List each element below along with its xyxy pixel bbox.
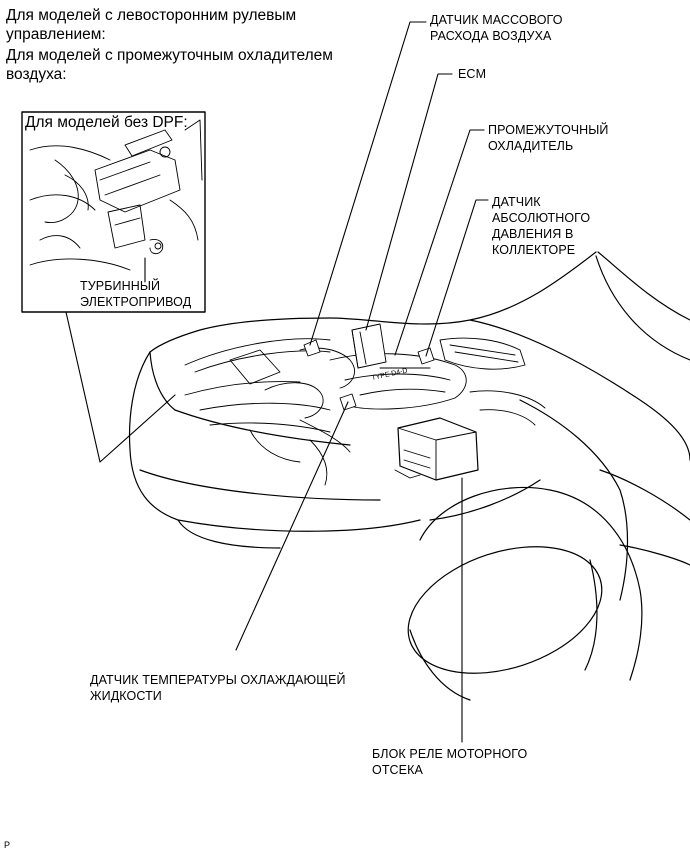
intercooler-line-2: ОХЛАДИТЕЛЬ <box>488 139 574 153</box>
turbo-actuator-line-1: ТУРБИННЫЙ <box>80 279 161 293</box>
leader-map <box>425 199 489 357</box>
map-line-2: АБСОЛЮТНОГО <box>492 211 591 225</box>
figure-code: P <box>4 840 11 850</box>
maf-line-2: РАСХОДА ВОЗДУХА <box>430 29 552 43</box>
relay-line-2: ОТСЕКА <box>372 763 423 777</box>
maf-sensor-label: ДАТЧИК МАССОВОГО РАСХОДА ВОЗДУХА <box>430 12 563 44</box>
leader-lines <box>65 21 489 743</box>
relay-line-1: БЛОК РЕЛЕ МОТОРНОГО <box>372 747 528 761</box>
leader-maf <box>309 21 427 346</box>
intro-line-4: воздуха: <box>6 66 67 83</box>
intro-line-2: управлением: <box>6 26 106 43</box>
inset-title: Для моделей без DPF: <box>25 114 188 131</box>
map-line-1: ДАТЧИК <box>492 195 541 209</box>
map-line-4: КОЛЛЕКТОРЕ <box>492 243 576 257</box>
intercooler-label: ПРОМЕЖУТОЧНЫЙ ОХЛАДИТЕЛЬ <box>488 122 609 154</box>
svg-text:TYPE D4-D: TYPE D4-D <box>371 368 408 382</box>
turbo-actuator-line-2: ЭЛЕКТРОПРИВОД <box>80 295 192 309</box>
turbo-actuator-label: ТУРБИННЫЙ ЭЛЕКТРОПРИВОД <box>80 278 191 310</box>
intro-text: Для моделей с левосторонним рулевым упра… <box>6 6 333 84</box>
inset-illustration <box>29 119 203 271</box>
coolant-line-1: ДАТЧИК ТЕМПЕРАТУРЫ ОХЛАЖДАЮЩЕЙ <box>90 673 346 687</box>
ecm-label: ECM <box>458 66 486 82</box>
leader-intercooler <box>394 129 485 356</box>
car-body-outline <box>128 251 690 701</box>
ecm-line-1: ECM <box>458 67 487 81</box>
intercooler-line-1: ПРОМЕЖУТОЧНЫЙ <box>488 123 609 137</box>
leader-coolant <box>235 401 349 651</box>
maf-line-1: ДАТЧИК МАССОВОГО <box>430 13 563 27</box>
relay-block-label: БЛОК РЕЛЕ МОТОРНОГО ОТСЕКА <box>372 746 527 778</box>
map-sensor-label: ДАТЧИК АБСОЛЮТНОГО ДАВЛЕНИЯ В КОЛЛЕКТОРЕ <box>492 194 590 258</box>
coolant-line-2: ЖИДКОСТИ <box>90 689 162 703</box>
inset-box <box>21 111 206 313</box>
intro-line-3: Для моделей с промежуточным охладителем <box>6 47 333 64</box>
leader-inset-bottom <box>65 311 176 463</box>
coolant-sensor-label: ДАТЧИК ТЕМПЕРАТУРЫ ОХЛАЖДАЮЩЕЙ ЖИДКОСТИ <box>90 672 346 704</box>
map-line-3: ДАВЛЕНИЯ В <box>492 227 574 241</box>
leader-ecm <box>365 73 453 331</box>
intro-line-1: Для моделей с левосторонним рулевым <box>6 7 297 24</box>
engine-compartment <box>184 323 546 486</box>
